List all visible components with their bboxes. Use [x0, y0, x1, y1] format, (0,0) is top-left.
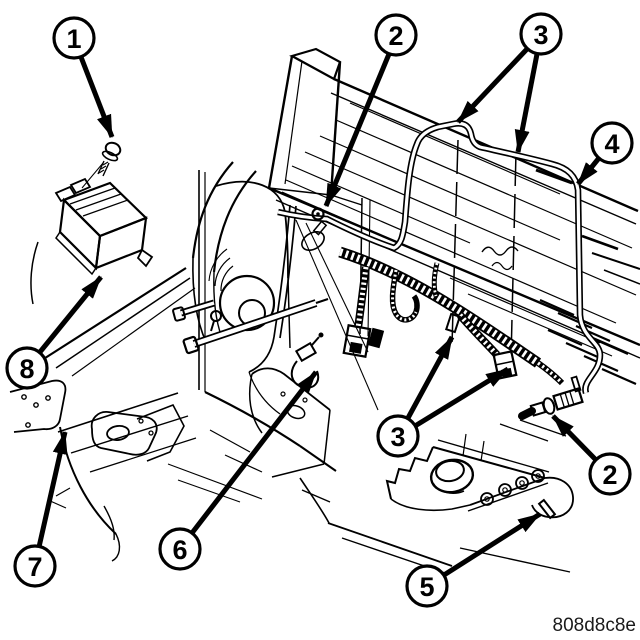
figure-code: 808d8c8e [553, 615, 636, 636]
firewall-bolt [210, 310, 222, 322]
oil-filler-cap [429, 458, 475, 494]
callout-arrow [36, 431, 68, 548]
callout-arrow [405, 335, 455, 420]
callout-arrow [514, 53, 540, 153]
callout-circle [13, 544, 57, 588]
callout-circle [5, 346, 49, 390]
harness-clip [444, 312, 462, 334]
hood-louvers [539, 298, 637, 386]
callout-circle [519, 12, 563, 56]
vacuum-hose [277, 120, 604, 395]
callout-number: 5 [419, 572, 434, 602]
callout-circle [405, 564, 449, 608]
callouts-layer: 1 2 3 4 8 3 2 6 7 5 [5, 12, 634, 608]
callout-circle [374, 13, 418, 57]
wiring-harness [338, 246, 565, 386]
harness-connector [342, 324, 372, 358]
callout-arrow [576, 156, 601, 186]
callout-number: 1 [66, 24, 81, 54]
callout-number: 2 [602, 460, 617, 490]
callout-number: 6 [172, 535, 187, 565]
callout-arrow [38, 275, 103, 354]
callout-7: 7 [13, 431, 68, 588]
callout-1: 1 [52, 16, 115, 138]
clip-stud [537, 498, 557, 520]
hose-fitting-top [311, 207, 325, 221]
callout-number: 7 [27, 552, 42, 582]
callout-number: 2 [388, 21, 403, 51]
body-seam-lines [295, 219, 379, 411]
callout-circle [158, 527, 202, 571]
callout-number: 3 [390, 422, 405, 452]
engine-block-lines [301, 489, 571, 575]
callout-8: 8 [5, 275, 103, 390]
pedal-bracket-area [209, 367, 331, 524]
callout-4: 4 [576, 121, 634, 186]
heater-tube [172, 298, 329, 355]
hose-fitting-bottom [518, 375, 584, 420]
a-pillar [191, 161, 257, 343]
callout-number: 8 [19, 354, 34, 384]
callout-3: 3 [456, 12, 563, 153]
callout-3: 3 [376, 335, 510, 458]
callout-circle [588, 452, 632, 496]
callout-arrow [551, 414, 598, 462]
ecm-mounting-screw [81, 141, 122, 189]
brake-booster [208, 248, 276, 332]
callout-arrow [323, 53, 392, 207]
ecm-module [54, 177, 154, 276]
callout-circle [376, 414, 420, 458]
callout-circle [52, 16, 96, 60]
callout-arrow [78, 56, 115, 138]
callout-arrow [413, 366, 510, 429]
callout-circle [590, 121, 634, 165]
callout-number: 3 [533, 20, 548, 50]
callout-2: 2 [323, 13, 418, 207]
callout-5: 5 [405, 511, 542, 608]
callout-2: 2 [551, 414, 632, 496]
fender-panels [9, 241, 263, 562]
callout-arrow [442, 511, 542, 578]
callout-number: 4 [604, 129, 619, 159]
valve-cover [385, 419, 574, 520]
callout-arrow [190, 370, 318, 535]
callout-6: 6 [158, 370, 318, 571]
callout-arrow [456, 47, 529, 124]
